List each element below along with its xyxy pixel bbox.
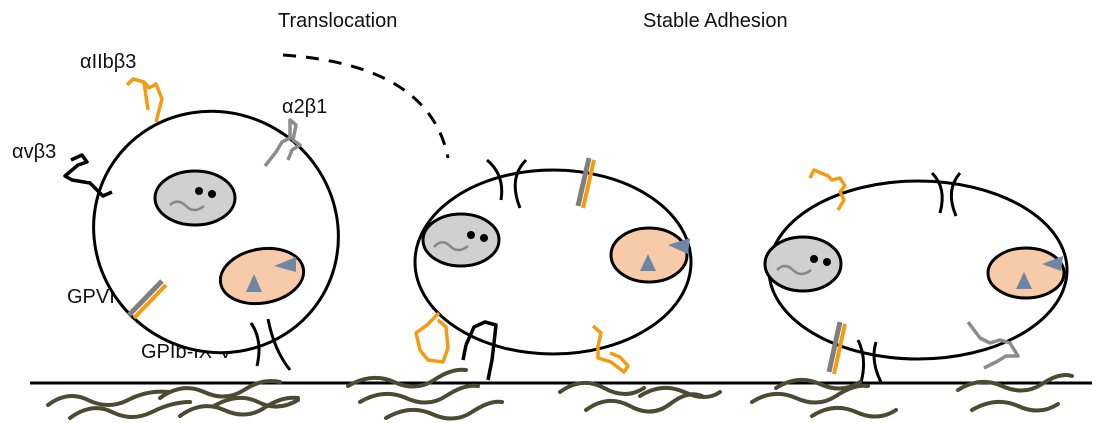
platelet-1 (46, 63, 386, 400)
collagen-fiber (360, 386, 478, 403)
platelet-2-dot (480, 234, 488, 242)
platelet-1-gray-organelle (155, 171, 235, 225)
label-a2b1: α2β1 (282, 96, 327, 118)
collagen-fiber (560, 383, 644, 394)
platelet-2-dot (467, 231, 475, 239)
collagen-fiber (586, 394, 702, 411)
collagen-fiber (70, 402, 190, 418)
label-gpvi: GPVI (67, 286, 115, 308)
platelet-3-granule (988, 248, 1064, 298)
platelet-2-granule (611, 228, 687, 282)
platelet-3 (765, 170, 1067, 386)
collagen-fibers (48, 370, 1072, 419)
label-translocation: Translocation (278, 10, 397, 32)
collagen-fiber (48, 392, 168, 405)
platelet-2 (415, 158, 691, 380)
platelet-1-dot (195, 187, 203, 195)
aIIbb3-receptor (416, 313, 448, 362)
platelet-1-membrane (46, 63, 386, 400)
label-stable-adhesion: Stable Adhesion (643, 10, 788, 32)
collagen-fiber (386, 402, 502, 419)
collagen-fiber (812, 408, 896, 417)
platelet-3-dot (810, 255, 818, 263)
label-avb3: αvβ3 (12, 141, 56, 163)
aIIbb3-receptor (127, 79, 162, 122)
platelet-2-gray-organelle (423, 214, 499, 266)
collagen-fiber (972, 402, 1058, 411)
platelet-3-dot (823, 258, 831, 266)
platelet-1-dot (208, 190, 216, 198)
label-aIIbb3: αIIbβ3 (80, 51, 136, 73)
